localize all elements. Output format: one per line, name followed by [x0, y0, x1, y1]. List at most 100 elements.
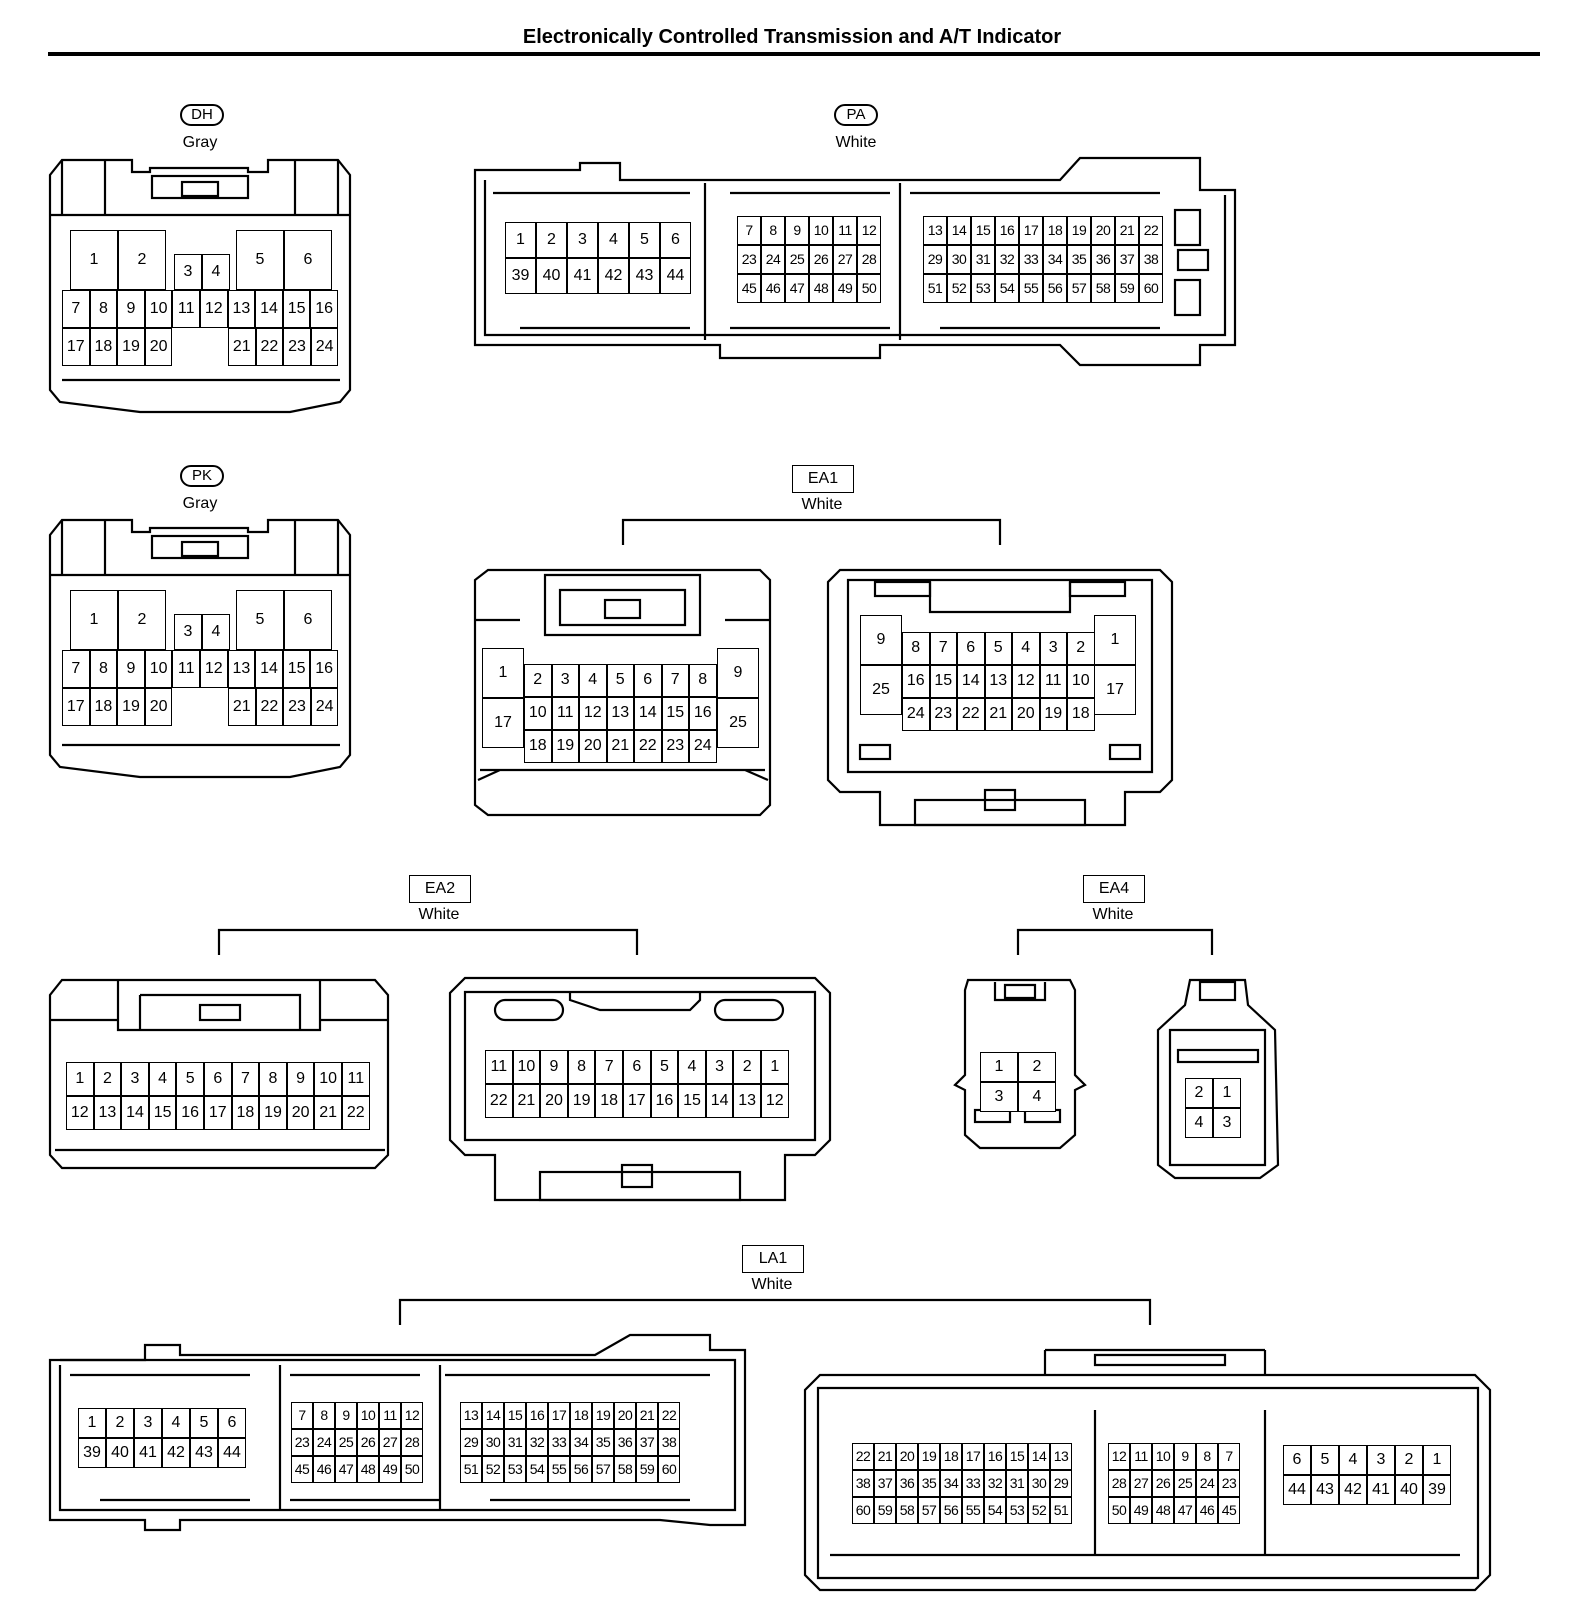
la1-right-pin: 41 — [1367, 1475, 1395, 1505]
pk-pin: 17 — [62, 688, 90, 726]
la1-right-pin: 54 — [984, 1497, 1006, 1524]
pa-pin: 16 — [995, 216, 1019, 245]
la1-right-pin: 34 — [940, 1470, 962, 1497]
la1-right-pin: 5 — [1311, 1445, 1339, 1475]
ea2-left-pin: 3 — [121, 1062, 149, 1096]
ea2-left-pin: 4 — [148, 1062, 177, 1096]
ea2-left-pin: 20 — [286, 1096, 315, 1130]
ea2-right-pin: 16 — [650, 1084, 679, 1118]
ea2-right-pin: 12 — [761, 1084, 789, 1118]
la1-left-pin: 54 — [526, 1456, 548, 1483]
pa-pin: 38 — [1139, 245, 1163, 274]
ea2-right-pin: 11 — [485, 1050, 513, 1084]
pa-pin: 43 — [629, 258, 660, 294]
la1-right-pin: 46 — [1196, 1497, 1218, 1524]
ea1-left-pin: 19 — [551, 730, 579, 763]
la1-left-pin: 33 — [548, 1429, 570, 1456]
la1-right-pin: 4 — [1339, 1445, 1367, 1475]
pa-pin: 14 — [947, 216, 971, 245]
la1-right-pin: 20 — [896, 1443, 918, 1470]
ea2-right-pin: 3 — [705, 1050, 734, 1084]
pa-pin: 10 — [809, 216, 833, 245]
color-la1: White — [751, 1276, 793, 1293]
pk-pin: 12 — [200, 650, 228, 688]
la1-left-pin: 28 — [401, 1429, 423, 1456]
ea1-right-pin: 25 — [860, 665, 902, 715]
pa-pin: 51 — [923, 274, 947, 303]
la1-right-pin: 52 — [1028, 1497, 1050, 1524]
pk-pin: 18 — [89, 688, 118, 726]
la1-left-pin: 1 — [78, 1408, 106, 1438]
la1-left-pin: 24 — [313, 1429, 335, 1456]
pa-pin: 17 — [1019, 216, 1043, 245]
ea1-right-pin: 14 — [957, 665, 985, 698]
la1-left-pin: 26 — [357, 1429, 379, 1456]
pk-pin: 23 — [283, 688, 311, 726]
ea4-left-pin: 3 — [980, 1082, 1018, 1112]
pa-pin: 48 — [809, 274, 833, 303]
pa-pin: 7 — [737, 216, 761, 245]
color-ea2: White — [418, 906, 460, 923]
la1-right-pin: 6 — [1283, 1445, 1311, 1475]
ea2-right-pin: 4 — [678, 1050, 706, 1084]
la1-left-pin: 7 — [291, 1402, 313, 1429]
la1-left-pin: 3 — [134, 1408, 162, 1438]
pk-pin: 16 — [310, 650, 338, 688]
la1-right-pin: 27 — [1130, 1470, 1152, 1497]
la1-left-pin: 19 — [592, 1402, 614, 1429]
pk-pin: 1 — [70, 590, 118, 650]
la1-right-pin: 39 — [1423, 1475, 1451, 1505]
dh-pin: 13 — [227, 290, 256, 328]
la1-right-pin: 18 — [940, 1443, 962, 1470]
color-ea4: White — [1092, 906, 1134, 923]
ea2-left-pin: 13 — [93, 1096, 122, 1130]
la1-left-pin: 55 — [548, 1456, 570, 1483]
la1-left-pin: 25 — [335, 1429, 357, 1456]
ea1-right-housing — [826, 568, 1174, 827]
color-pk: Gray — [182, 495, 218, 512]
la1-left-pin: 47 — [335, 1456, 357, 1483]
la1-right-pin: 49 — [1130, 1497, 1152, 1524]
la1-right-pin: 57 — [918, 1497, 940, 1524]
dh-pin: 1 — [70, 230, 118, 290]
ea1-left-pin: 13 — [606, 697, 634, 730]
pa-pin: 18 — [1043, 216, 1067, 245]
ea2-right-pin: 8 — [567, 1050, 596, 1084]
la1-left-pin: 46 — [313, 1456, 335, 1483]
dh-pin: 18 — [89, 328, 118, 366]
pa-pin: 58 — [1091, 274, 1115, 303]
ea1-right-pin: 16 — [902, 665, 930, 698]
la1-right-pin: 22 — [852, 1443, 874, 1470]
ea1-right-pin: 22 — [957, 698, 985, 731]
ea2-left-housing — [48, 978, 390, 1170]
la1-left-pin: 10 — [357, 1402, 379, 1429]
pa-pin: 15 — [971, 216, 995, 245]
la1-left-pin: 4 — [162, 1408, 190, 1438]
la1-left-pin: 36 — [614, 1429, 636, 1456]
ea1-right-pin: 2 — [1067, 632, 1095, 665]
la1-right-pin: 48 — [1152, 1497, 1174, 1524]
ea4-right-pin: 4 — [1185, 1108, 1213, 1138]
ea2-left-pin: 8 — [259, 1062, 287, 1096]
pk-pin: 15 — [282, 650, 311, 688]
la1-right-pin: 56 — [940, 1497, 962, 1524]
ea2-left-pin: 2 — [93, 1062, 122, 1096]
la1-left-pin: 53 — [504, 1456, 526, 1483]
ea2-right-pin: 9 — [540, 1050, 568, 1084]
la1-right-pin: 23 — [1218, 1470, 1240, 1497]
ea2-left-pin: 15 — [148, 1096, 177, 1130]
dh-pin: 8 — [89, 290, 118, 328]
ea1-left-pin: 25 — [717, 698, 759, 748]
la1-left-pin: 17 — [548, 1402, 570, 1429]
dh-housing — [48, 158, 352, 414]
la1-left-pin: 8 — [313, 1402, 335, 1429]
ea1-right-pin: 19 — [1039, 698, 1067, 731]
ea1-right-pin: 9 — [860, 615, 902, 665]
dh-pin: 11 — [172, 290, 200, 328]
ea4-left-pin: 4 — [1018, 1082, 1056, 1112]
la1-right-pin: 43 — [1311, 1475, 1339, 1505]
dh-pin: 15 — [282, 290, 311, 328]
la1-left-pin: 49 — [379, 1456, 401, 1483]
la1-left-pin: 48 — [357, 1456, 379, 1483]
la1-left-pin: 6 — [218, 1408, 246, 1438]
